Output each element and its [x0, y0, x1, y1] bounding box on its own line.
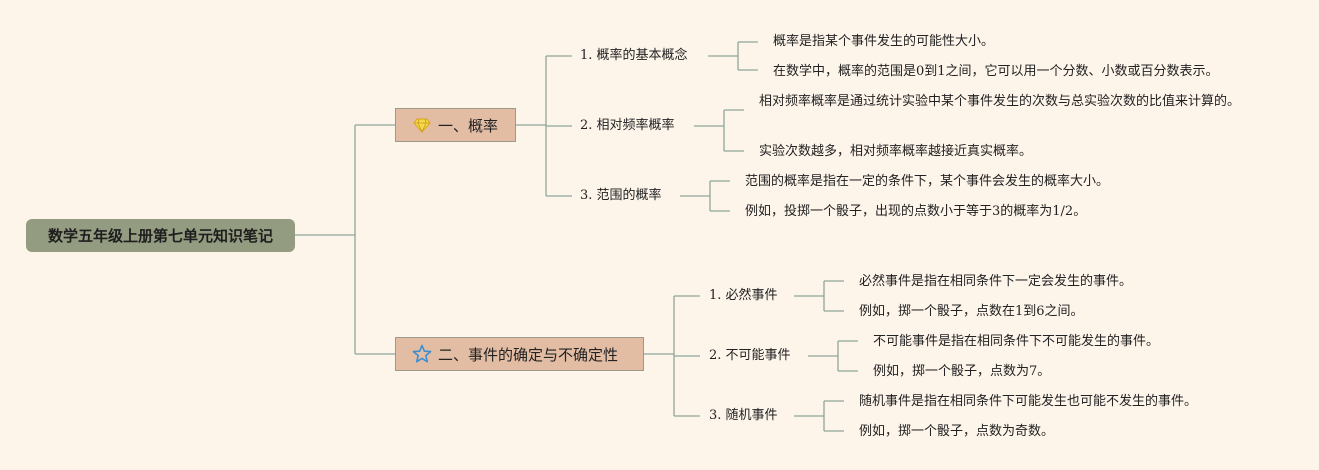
- section-probability[interactable]: 一、概率: [395, 108, 516, 142]
- leaf-text: 概率是指某个事件发生的可能性大小。: [773, 34, 995, 49]
- leaf-text: 不可能事件是指在相同条件下不可能发生的事件。: [873, 334, 1160, 349]
- leaf-text: 实验次数越多，相对频率概率越接近真实概率。: [759, 144, 1033, 159]
- leaf-text: 必然事件是指在相同条件下一定会发生的事件。: [859, 274, 1133, 289]
- leaf-text: 例如，掷一个骰子，点数为奇数。: [859, 424, 1055, 439]
- subtopic-range-probability[interactable]: 3. 范围的概率: [580, 188, 662, 203]
- leaf-text: 范围的概率是指在一定的条件下，某个事件会发生的概率大小。: [745, 174, 1110, 189]
- subtopic-impossible-event[interactable]: 2. 不可能事件: [709, 348, 791, 363]
- subtopic-basic-concept[interactable]: 1. 概率的基本概念: [580, 48, 688, 63]
- subtopic-random-event[interactable]: 3. 随机事件: [709, 408, 778, 423]
- star-icon: [412, 344, 432, 364]
- leaf-text: 在数学中，概率的范围是0到1之间，它可以用一个分数、小数或百分数表示。: [773, 64, 1219, 79]
- section-certain-uncertain-events[interactable]: 二、事件的确定与不确定性: [395, 337, 644, 371]
- leaf-text: 例如，掷一个骰子，点数为7。: [873, 364, 1051, 379]
- section-title: 二、事件的确定与不确定性: [438, 345, 619, 364]
- subtopic-relative-frequency[interactable]: 2. 相对频率概率: [580, 118, 675, 133]
- diamond-icon: [412, 115, 432, 135]
- section-title: 一、概率: [438, 116, 499, 135]
- leaf-text: 相对频率概率是通过统计实验中某个事件发生的次数与总实验次数的比值来计算的。: [759, 94, 1241, 109]
- leaf-text: 随机事件是指在相同条件下可能发生也可能不发生的事件。: [859, 394, 1198, 409]
- subtopic-certain-event[interactable]: 1. 必然事件: [709, 288, 778, 303]
- leaf-text: 例如，投掷一个骰子，出现的点数小于等于3的概率为1/2。: [745, 204, 1087, 219]
- leaf-text: 例如，掷一个骰子，点数在1到6之间。: [859, 304, 1084, 319]
- root-topic[interactable]: 数学五年级上册第七单元知识笔记: [26, 219, 295, 252]
